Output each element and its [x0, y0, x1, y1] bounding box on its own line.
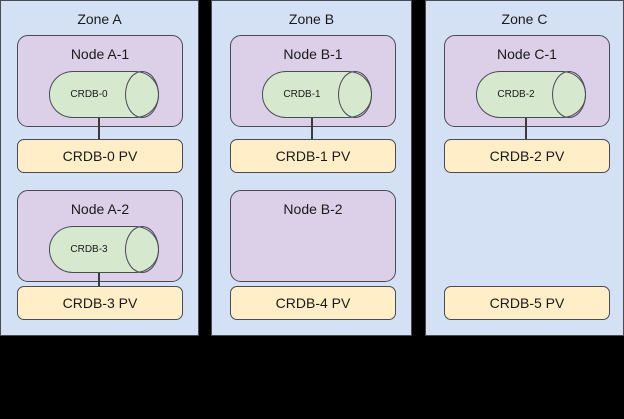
node-box-c-1[interactable]: Node C-1 CRDB-2: [444, 35, 610, 127]
crdb-pod-1[interactable]: CRDB-1: [262, 71, 372, 118]
node-label-a-2: Node A-2: [70, 201, 130, 217]
cylinder-cap-icon: [125, 226, 159, 273]
zone-title-a: Zone A: [77, 11, 122, 27]
cylinder-cap-icon: [552, 71, 586, 118]
node-box-a-2[interactable]: Node A-2 CRDB-3: [17, 190, 183, 282]
zone-panel-b[interactable]: Zone B Node B-1 CRDB-1 CRDB-1 PV Node B-…: [211, 0, 412, 336]
pv-box-crdb-3[interactable]: CRDB-3 PV: [17, 286, 183, 320]
zone-panel-a[interactable]: Zone A Node A-1 CRDB-0 CRDB-0 PV Node A-…: [0, 0, 199, 336]
node-box-a-1[interactable]: Node A-1 CRDB-0: [17, 35, 183, 127]
crdb-pod-label-2: CRDB-2: [497, 89, 535, 100]
node-label-b-1: Node B-1: [283, 46, 343, 62]
connector-pod-0-to-pv-0: [98, 118, 100, 140]
pv-box-crdb-0[interactable]: CRDB-0 PV: [17, 139, 183, 173]
crdb-pod-2[interactable]: CRDB-2: [476, 71, 586, 118]
pv-box-crdb-5[interactable]: CRDB-5 PV: [444, 286, 610, 320]
node-label-c-1: Node C-1: [497, 46, 557, 62]
pv-box-crdb-2[interactable]: CRDB-2 PV: [444, 139, 610, 173]
zone-panel-c[interactable]: Zone C Node C-1 CRDB-2 CRDB-2 PV CRDB-5 …: [425, 0, 624, 336]
zone-title-b: Zone B: [288, 11, 335, 27]
crdb-pod-label-0: CRDB-0: [70, 89, 108, 100]
crdb-pod-3[interactable]: CRDB-3: [49, 226, 159, 273]
node-label-a-1: Node A-1: [70, 46, 130, 62]
crdb-pod-label-3: CRDB-3: [70, 244, 108, 255]
connector-pod-1-to-pv-1: [311, 118, 313, 140]
pv-box-crdb-4[interactable]: CRDB-4 PV: [230, 286, 396, 320]
crdb-pod-0[interactable]: CRDB-0: [49, 71, 159, 118]
node-box-b-1[interactable]: Node B-1 CRDB-1: [230, 35, 396, 127]
node-label-b-2: Node B-2: [283, 201, 343, 217]
connector-pod-3-to-pv-3: [98, 273, 100, 287]
node-box-b-2[interactable]: Node B-2: [230, 190, 396, 282]
cylinder-cap-icon: [338, 71, 372, 118]
cylinder-cap-icon: [125, 71, 159, 118]
crdb-pod-label-1: CRDB-1: [283, 89, 321, 100]
zone-title-c: Zone C: [501, 11, 548, 27]
pv-box-crdb-1[interactable]: CRDB-1 PV: [230, 139, 396, 173]
connector-pod-2-to-pv-2: [525, 118, 527, 140]
